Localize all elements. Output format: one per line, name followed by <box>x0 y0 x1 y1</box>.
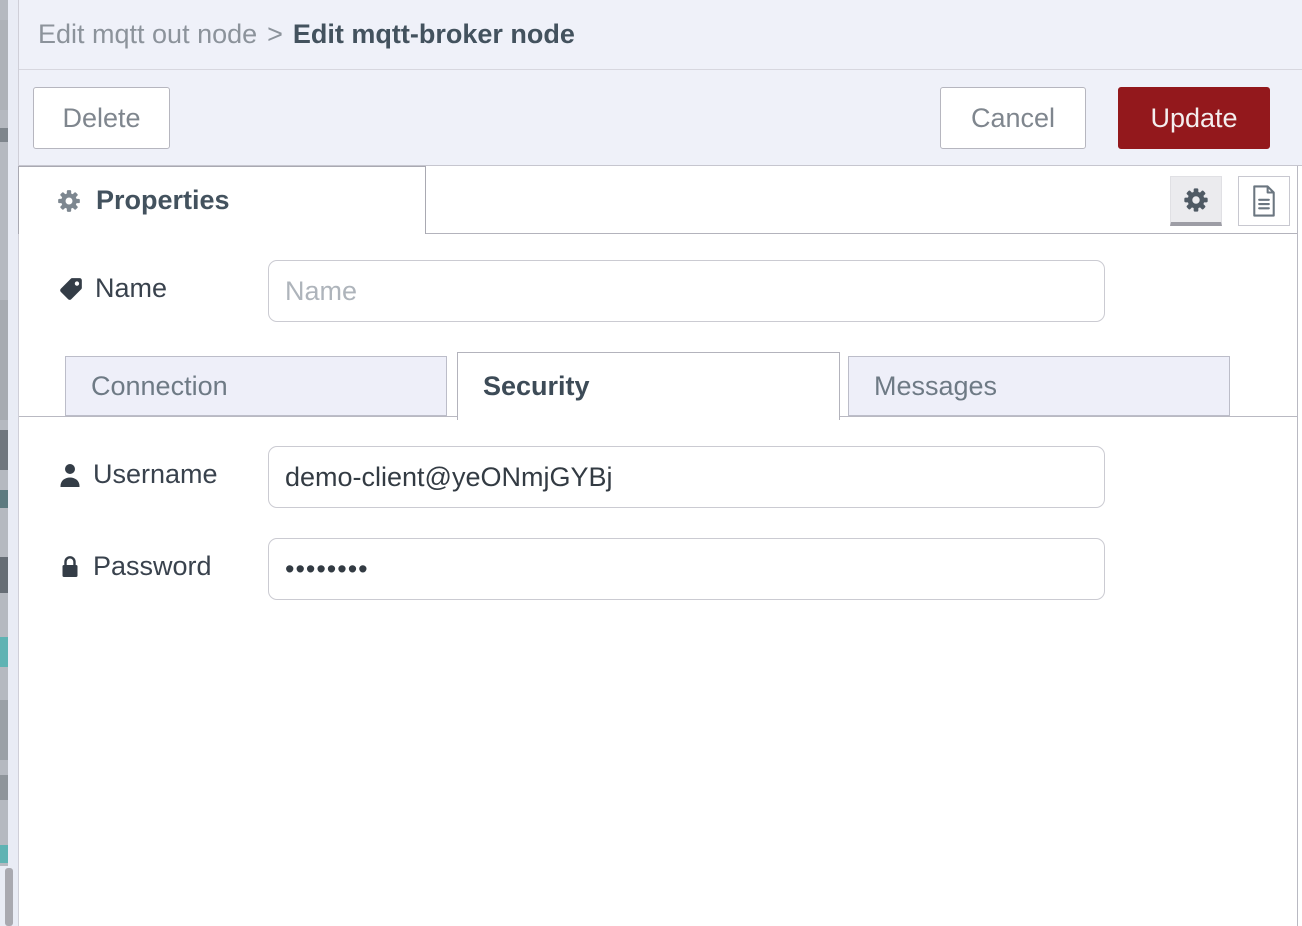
palette-node-fragment <box>0 700 8 760</box>
node-palette-edge <box>0 0 8 866</box>
password-input[interactable] <box>268 538 1105 600</box>
cog-icon <box>56 188 82 214</box>
palette-node-fragment <box>0 128 8 142</box>
broker-section-tabs: Connection Security Messages <box>19 352 1297 420</box>
workspace-backdrop <box>0 0 18 926</box>
tab-security[interactable]: Security <box>457 352 840 420</box>
update-button[interactable]: Update <box>1118 87 1270 149</box>
palette-node-fragment <box>0 300 8 420</box>
name-field-label: Name <box>58 273 167 304</box>
tray-toolbar: Delete Cancel Update <box>19 70 1302 166</box>
palette-node-fragment <box>0 845 8 863</box>
name-label-text: Name <box>95 273 168 303</box>
tab-messages-label: Messages <box>874 370 998 401</box>
palette-node-fragment <box>0 430 8 470</box>
tab-properties-label: Properties <box>96 185 230 215</box>
edit-properties-toggle-button[interactable] <box>1170 176 1222 226</box>
delete-button[interactable]: Delete <box>33 87 170 149</box>
tab-connection-label: Connection <box>91 370 228 401</box>
edit-node-tray: Edit mqtt out node > Edit mqtt-broker node… <box>18 0 1302 926</box>
palette-node-fragment <box>0 637 8 667</box>
name-input[interactable] <box>268 260 1105 322</box>
node-edit-form: Name Connection Security Messages <box>19 234 1297 926</box>
breadcrumb-separator: > <box>267 19 283 49</box>
username-field-label: Username <box>58 459 218 490</box>
tray-header: Edit mqtt out node > Edit mqtt-broker node <box>19 0 1302 70</box>
edit-description-toggle-button[interactable] <box>1238 176 1290 226</box>
cog-icon <box>1182 186 1210 214</box>
palette-node-fragment <box>0 20 8 110</box>
tab-properties[interactable]: Properties <box>18 166 426 234</box>
file-icon <box>1249 184 1279 218</box>
tray-tabbar: Properties <box>18 166 1297 234</box>
tab-security-label: Security <box>483 371 590 401</box>
palette-scrollbar-thumb[interactable] <box>5 868 13 926</box>
lock-icon <box>58 554 82 580</box>
cancel-button[interactable]: Cancel <box>940 87 1086 149</box>
tray-body: Properties <box>18 166 1298 926</box>
palette-node-fragment <box>0 557 8 593</box>
tab-connection[interactable]: Connection <box>65 356 447 416</box>
palette-node-fragment <box>0 775 8 800</box>
username-input[interactable] <box>268 446 1105 508</box>
tag-icon <box>58 276 84 302</box>
palette-node-fragment <box>0 490 8 508</box>
user-icon <box>58 462 82 488</box>
tab-messages[interactable]: Messages <box>848 356 1230 416</box>
password-label-text: Password <box>93 551 212 581</box>
breadcrumb-parent[interactable]: Edit mqtt out node <box>38 19 258 49</box>
username-label-text: Username <box>93 459 218 489</box>
breadcrumb-current: Edit mqtt-broker node <box>292 19 575 49</box>
password-field-label: Password <box>58 551 212 582</box>
